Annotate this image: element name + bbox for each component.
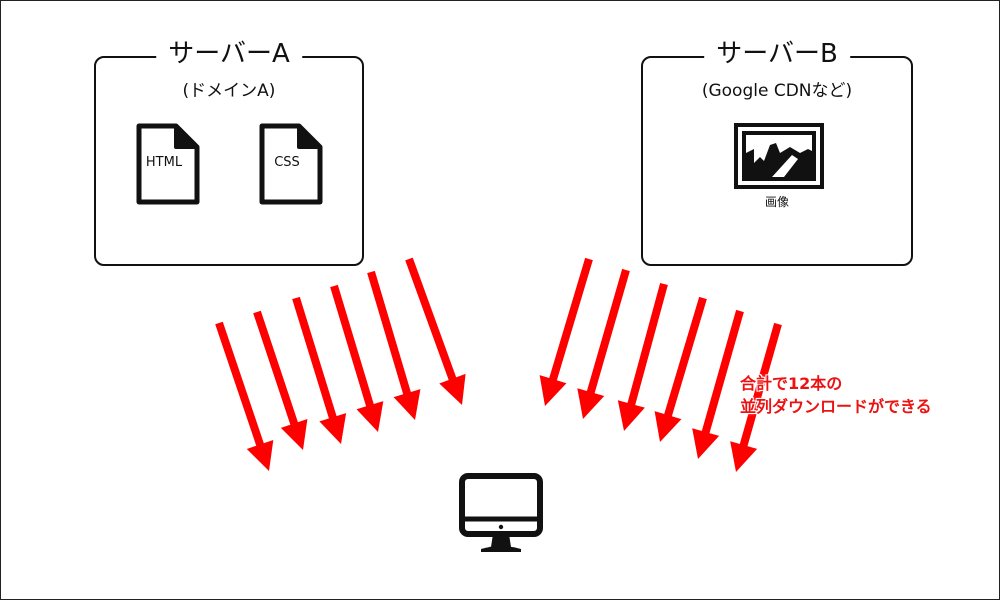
arrow-shaft	[292, 296, 338, 421]
arrow-shaft	[215, 321, 265, 448]
server-a-title: サーバーA	[156, 36, 302, 72]
arrow-head	[246, 439, 274, 471]
image-icon	[734, 123, 824, 189]
server-a-subtitle: (ドメインA)	[182, 81, 276, 101]
image-label: 画像	[764, 195, 789, 209]
arrow-shaft	[663, 296, 707, 419]
server-b-subtitle: (Google CDNなど)	[701, 81, 853, 101]
download-arrow-8	[577, 268, 630, 419]
server-b-title: サーバーB	[704, 36, 850, 72]
arrow-shaft	[701, 309, 744, 436]
arrow-shaft	[330, 284, 375, 409]
arrow-shaft	[367, 270, 412, 397]
download-arrow-6	[405, 257, 466, 405]
arrow-shaft	[586, 268, 630, 396]
arrow-shaft	[405, 257, 457, 382]
arrow-head	[730, 441, 758, 472]
download-arrow-3	[292, 296, 347, 444]
download-arrow-5	[367, 270, 421, 420]
arrow-head	[654, 411, 682, 442]
arrow-shaft	[253, 310, 299, 427]
arrow-head	[280, 419, 308, 450]
download-arrow-12	[730, 322, 782, 472]
arrow-head	[617, 400, 645, 431]
desktop-computer-icon	[459, 473, 543, 552]
html-file-label: HTML	[145, 155, 183, 170]
server-a-box: サーバーA (ドメインA) HTML CSS	[94, 36, 364, 266]
download-arrow-4	[330, 284, 384, 432]
arrow-head	[319, 413, 347, 444]
arrow-head	[539, 375, 567, 406]
arrow-shaft	[626, 282, 668, 407]
arrow-head	[356, 401, 384, 432]
download-arrow-9	[617, 282, 668, 431]
css-file: CSS	[259, 123, 323, 205]
arrow-shaft	[548, 257, 593, 383]
html-file: HTML	[136, 123, 200, 205]
arrow-head	[393, 389, 421, 420]
css-file-label: CSS	[274, 155, 300, 170]
download-arrow-7	[539, 257, 593, 406]
download-arrow-10	[654, 296, 707, 442]
download-arrow-11	[692, 309, 744, 459]
server-b-box: サーバーB (Google CDNなど) 画像	[641, 36, 913, 266]
note-line-1: 合計で12本の	[740, 374, 843, 393]
parallel-download-note: 合計で12本の 並列ダウンロードができる	[740, 372, 932, 418]
note-line-2: 並列ダウンロードができる	[740, 397, 932, 416]
download-arrow-2	[253, 310, 308, 450]
arrow-head	[692, 428, 720, 459]
file-icon	[259, 123, 323, 205]
download-arrow-1	[215, 321, 274, 471]
arrow-head	[439, 373, 466, 405]
arrow-shaft	[739, 322, 782, 449]
arrow-head	[577, 388, 605, 419]
file-icon	[136, 123, 200, 205]
